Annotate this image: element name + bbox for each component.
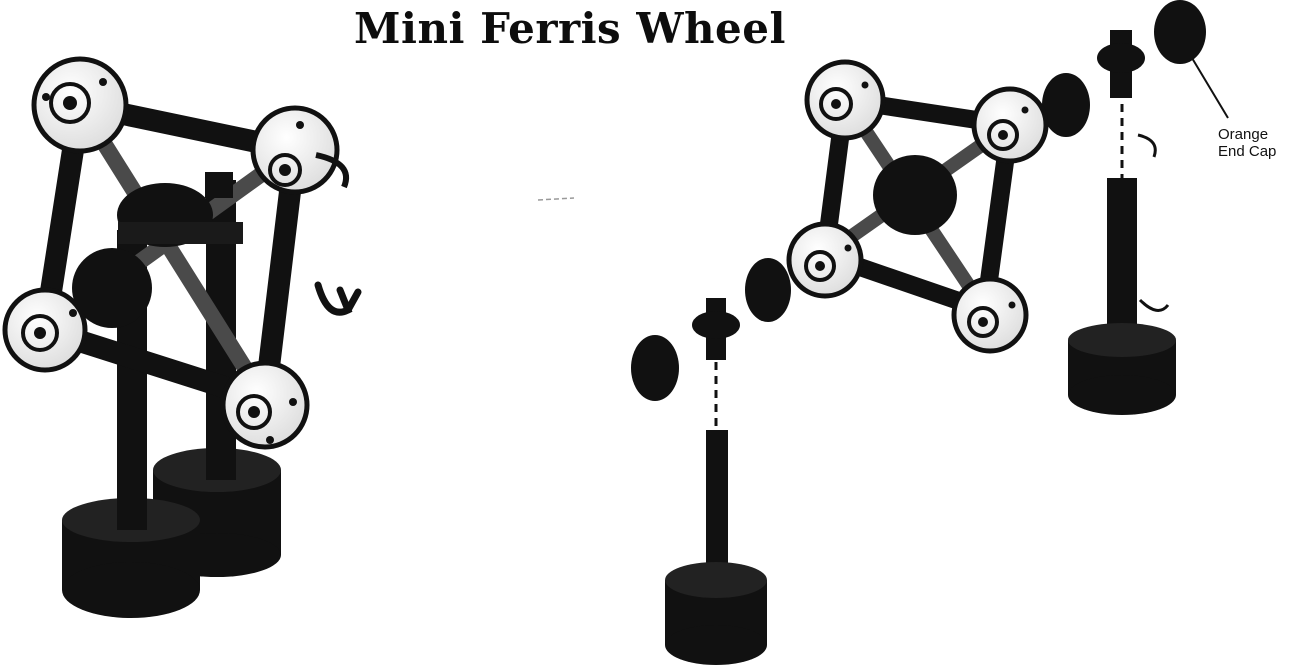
- axle-rod: [118, 222, 243, 244]
- assembled-hub-top-left: [31, 56, 129, 154]
- callout-leader-line: [1191, 57, 1229, 119]
- assembled-base-front: [62, 498, 200, 618]
- left-support-stand: [665, 362, 767, 665]
- callout-line-2: End Cap: [1218, 143, 1277, 160]
- exploded-view: [631, 0, 1229, 665]
- orange-end-cap-part: [1154, 0, 1206, 64]
- stray-mark: [537, 197, 575, 201]
- orange-end-cap-label: Orange End Cap: [1218, 126, 1276, 160]
- right-axle-bushing: [1097, 43, 1145, 73]
- exploded-hub-bottom-right: [951, 276, 1029, 354]
- right-spacer-cap: [1042, 73, 1090, 137]
- diagram-title: Mini Ferris Wheel: [354, 4, 786, 53]
- left-axle-parts: [631, 258, 791, 401]
- left-end-cap: [631, 335, 679, 401]
- exploded-hub-top-left: [804, 59, 886, 141]
- assembled-hub-bottom-right: [220, 360, 310, 450]
- left-axle-bushing: [692, 311, 740, 339]
- rotation-arrow-icon: [314, 281, 362, 316]
- front-end-cap: [72, 248, 152, 328]
- exploded-center-hub: [873, 155, 957, 235]
- right-support-stand: [1068, 90, 1176, 415]
- right-axle-parts: [1042, 0, 1229, 137]
- assembled-hub-top-right: [250, 105, 349, 195]
- exploded-hub-top-right: [971, 86, 1049, 164]
- exploded-hub-bottom-left: [786, 221, 864, 299]
- assembled-hub-bottom-left: [2, 287, 88, 373]
- assembled-wheel: [2, 56, 362, 618]
- rear-end-cap: [205, 172, 233, 198]
- left-spacer-cap: [745, 258, 791, 322]
- callout-line-1: Orange: [1218, 126, 1269, 143]
